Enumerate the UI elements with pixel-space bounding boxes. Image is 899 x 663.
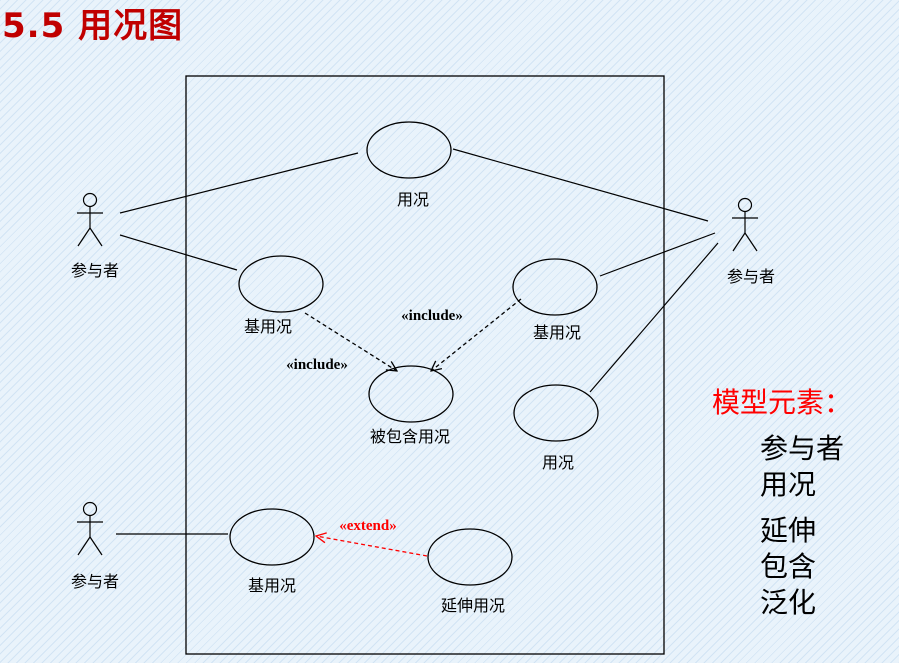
association-line [119,152,359,214]
slide-title: 5.5 用况图 [2,6,184,46]
model-element-item: 包含 [760,550,817,583]
use-case-ellipse [229,508,315,566]
use-case-ellipse [366,121,452,179]
actor-figure [77,501,103,556]
extend-label: «extend» [339,518,397,534]
use-case-ellipse [368,365,454,423]
actor-label: 参与者 [71,261,119,280]
include-label: «include» [401,308,463,324]
use-case-ellipse [427,528,513,586]
include-label: «include» [286,357,348,373]
model-element-item: 延伸 [760,514,817,547]
model-element-item: 泛化 [760,586,817,619]
use-case-label: 被包含用况 [370,427,450,446]
use-case-ellipse [238,255,324,313]
system-boundary [185,75,665,655]
association-line [452,148,709,222]
model-elements-panel: 模型元素： 参与者 用况 延伸 包含 泛化 [712,383,852,621]
extend-arrow [316,536,428,557]
use-case-label: 基用况 [244,317,292,336]
use-case-label: 基用况 [533,323,581,342]
model-elements-list: 参与者 用况 延伸 包含 泛化 [760,431,852,621]
model-elements-heading: 模型元素： [712,386,853,419]
use-case-label: 延伸用况 [441,596,505,615]
actor-label: 参与者 [727,267,775,286]
association-line [599,232,716,277]
association-line [119,234,238,271]
model-element-item: 参与者 [760,432,845,465]
use-case-label: 基用况 [248,576,296,595]
include-arrow [431,298,522,371]
use-case-label: 用况 [542,453,574,472]
actor-figure [732,197,758,252]
actor-label: 参与者 [71,572,119,591]
model-element-item: 用况 [760,468,817,501]
association-line [589,242,719,393]
use-case-ellipse [512,258,598,316]
use-case-ellipse [513,384,599,442]
use-case-label: 用况 [397,190,429,209]
actor-figure [77,192,103,247]
